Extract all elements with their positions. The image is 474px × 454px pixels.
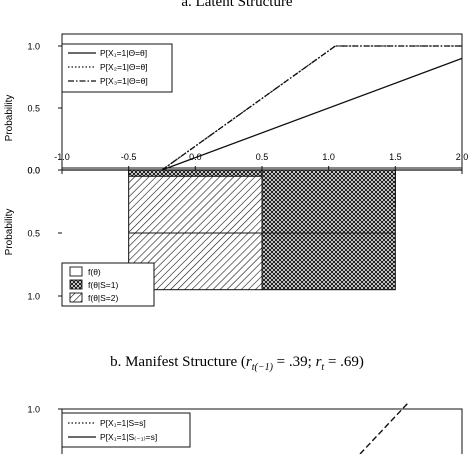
- upper-y-tick-label: 0.5: [27, 104, 40, 114]
- series-line-x3: [161, 45, 462, 171]
- manifest-dashed-curve: [359, 402, 409, 454]
- x-tick-label: 2.0: [456, 152, 469, 162]
- upper-y-tick-label: 1.0: [27, 42, 40, 52]
- manifest-y-tick-label: 1.0: [27, 405, 40, 415]
- manifest-legend: P[X₁=1|S=s] P[X₁=1|S₍₋₁₎=s]: [61, 412, 191, 448]
- upper-legend-box: [61, 43, 173, 93]
- x-tick-label: 0.0: [189, 152, 202, 162]
- manifest-legend-label-1: P[X₁=1|S₍₋₁₎=s]: [100, 432, 157, 442]
- legend-label-density-0: f(θ): [88, 267, 101, 277]
- series-line-x1: [161, 57, 463, 171]
- series-line-x2: [161, 45, 462, 171]
- upper-y-axis-label: Probability: [4, 95, 15, 142]
- bar-f-theta-s2-1: [261, 169, 396, 291]
- legend-label-density-2: f(θ|S=2): [88, 293, 118, 303]
- x-tick-label: 1.0: [322, 152, 335, 162]
- legend-label-x2: P[X₂=1|Θ=θ]: [100, 62, 148, 72]
- probability-curves: [161, 45, 463, 171]
- legend-label-density-1: f(θ|S=1): [88, 280, 118, 290]
- legend-label-x3: P[X₃=1|Θ=θ]: [100, 76, 148, 86]
- lower-y-tick-label: 0.0: [27, 166, 40, 176]
- upper-legend: P[X₁=1|Θ=θ] P[X₂=1|Θ=θ] P[X₃=1|Θ=θ]: [61, 43, 173, 93]
- x-tick-label: 0.5: [256, 152, 269, 162]
- manifest-legend-label-0: P[X₁=1|S=s]: [100, 418, 146, 428]
- x-tick-label: 1.5: [389, 152, 402, 162]
- x-tick-label: -1.0: [54, 152, 70, 162]
- x-tick-label: -0.5: [121, 152, 137, 162]
- lower-y-tick-label: 0.5: [27, 229, 40, 239]
- lower-y-axis-label: Probability: [4, 209, 15, 256]
- lower-y-tick-label: 1.0: [27, 292, 40, 302]
- legend-swatch-density-1: [69, 279, 83, 290]
- bar-f-theta-s2-0: [128, 169, 263, 177]
- density-bars: [128, 169, 396, 291]
- manifest-plot: 1.0 P[X₁=1|S=s] P[X₁=1|S₍₋₁₎=s]: [27, 402, 463, 454]
- legend-label-x1: P[X₁=1|Θ=θ]: [100, 48, 147, 58]
- lower-y-axis: 0.0 0.5 1.0: [27, 166, 62, 302]
- upper-y-tick-label: 0.0: [27, 166, 40, 176]
- lower-legend: f(θ) f(θ|S=1) f(θ|S=2): [61, 262, 155, 307]
- panel-b-title: b. Manifest Structure (rt(−1) = .39; rt …: [110, 354, 364, 373]
- legend-swatch-density-2: [69, 292, 83, 303]
- latent-curve-plot: 1.0 0.5 0.0 Probability P[X₁=1|Θ=θ] P[X₂=1|…: [4, 33, 463, 176]
- manifest-legend-box: [61, 412, 191, 448]
- legend-swatch-density-0: [69, 266, 83, 277]
- panel-a-title: a. Latent Structure: [181, 0, 293, 10]
- density-plot: 0.0 0.5 1.0 Probability f(θ) f(θ|S=1) f(θ|S=…: [4, 166, 396, 307]
